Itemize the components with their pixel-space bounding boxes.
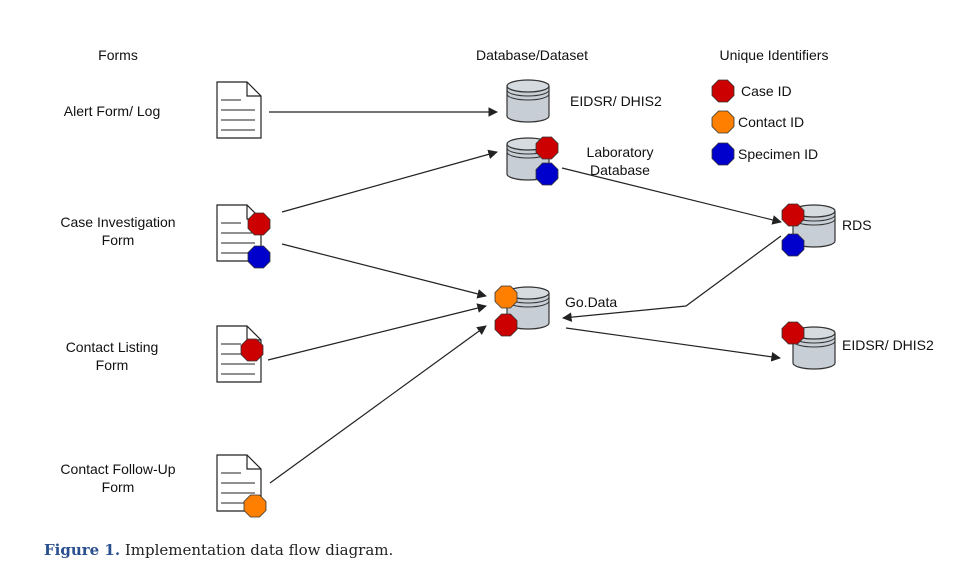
laboratory-specimen-id-icon [535,162,559,186]
arrow-case-investigation-to-godata [281,243,487,299]
rds-case-id-icon [781,203,805,227]
legend-specimen-id-label: Specimen ID [738,146,818,162]
case-investigation-case-id-icon [247,212,271,236]
godata-contact-id-icon [494,285,518,309]
alert-form-document-icon [216,81,262,139]
figure-caption-text: Implementation data flow diagram. [124,541,394,559]
arrow-case-investigation-to-laboratory [281,149,498,213]
arrow-contact-followup-to-godata [269,325,487,484]
case-investigation-label-line1: Case Investigation [60,214,175,230]
rds-specimen-id-icon [781,233,805,257]
contact-followup-contact-id-icon [243,494,267,518]
contact-followup-label-line2: Form [102,479,135,495]
legend-case-id-label: Case ID [741,83,792,99]
laboratory-label-line1: Laboratory [587,144,654,160]
arrow-rds-to-godata [562,235,782,322]
legend-case-id-icon [711,79,735,103]
contact-listing-label-line2: Form [96,357,129,373]
contact-listing-label-line1: Contact Listing [66,339,159,355]
arrow-laboratory-to-rds [561,167,782,225]
legend-specimen-id-icon [711,142,735,166]
alert-form-label: Alert Form/ Log [64,103,160,119]
case-investigation-label-line2: Form [102,232,135,248]
laboratory-case-id-icon [535,136,559,160]
eidsr-top-label: EIDSR/ DHIS2 [570,93,662,109]
laboratory-label-line2: Database [590,162,650,178]
eidsr-bottom-label: EIDSR/ DHIS2 [842,337,934,353]
legend-contact-id-icon [711,110,735,134]
godata-label: Go.Data [565,294,617,310]
rds-label: RDS [842,217,872,233]
contact-followup-label-line1: Contact Follow-Up [60,461,175,477]
contact-listing-case-id-icon [240,338,264,362]
legend-contact-id-label: Contact ID [738,114,804,130]
eidsr-top-database-icon [506,79,550,123]
godata-case-id-icon [494,313,518,337]
eidsr-bottom-case-id-icon [781,321,805,345]
identifiers-header: Unique Identifiers [720,47,829,63]
arrow-godata-to-eidsr [565,327,781,362]
figure-number: Figure 1. [44,541,121,559]
arrow-contact-listing-to-godata [267,303,487,361]
forms-header: Forms [98,47,138,63]
data-flow-diagram: Forms Database/Dataset Unique Identifier… [60,47,934,518]
figure-caption: Figure 1. Implementation data flow diagr… [44,541,393,559]
database-header: Database/Dataset [476,47,588,63]
case-investigation-specimen-id-icon [247,245,271,269]
